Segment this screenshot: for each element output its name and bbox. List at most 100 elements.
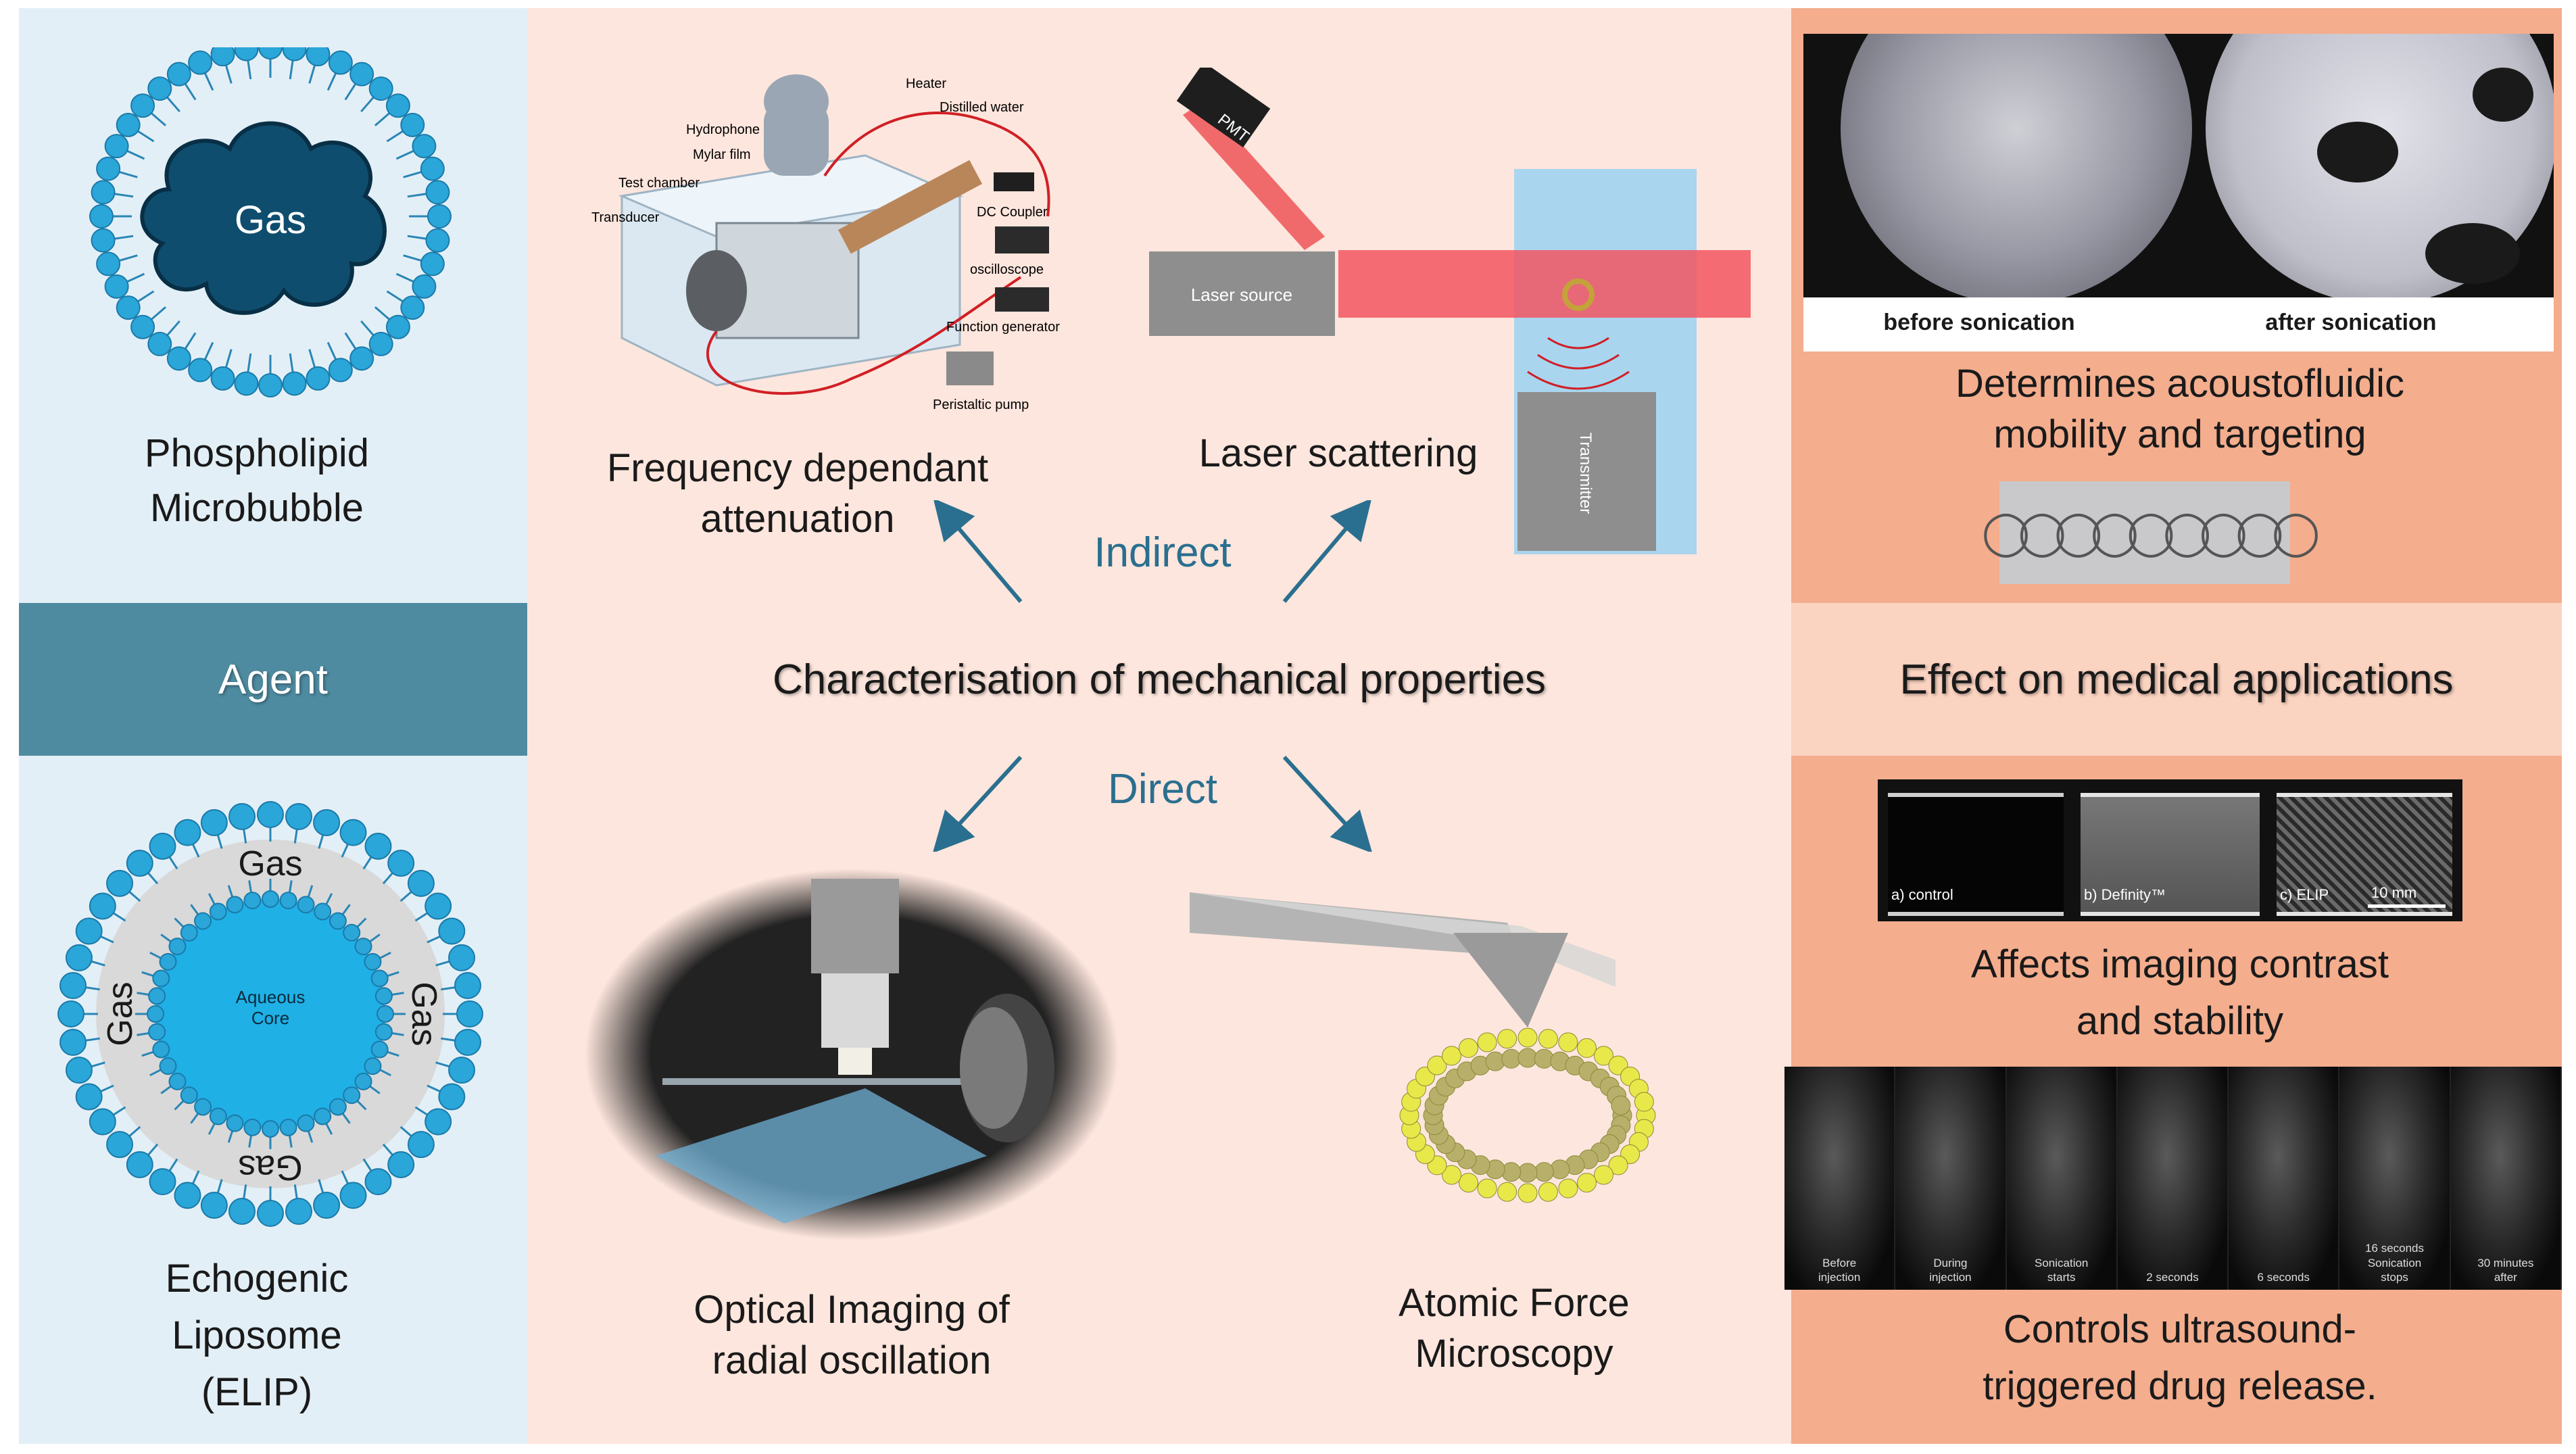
lipid-head [258,373,283,397]
lipid-head [159,1057,177,1075]
label-test-chamber: Test chamber [618,176,700,191]
lipid-head [104,274,129,299]
optical-imaging-label: Optical Imaging of radial oscillation [694,1288,1010,1383]
lipid-head [407,1131,435,1159]
label-transducer: Transducer [591,210,660,225]
lipid-head [354,1072,372,1090]
release-frame-label: Before injection [1818,1256,1861,1284]
afm-lipid-head [1517,1027,1538,1048]
lipid-head [149,1168,176,1196]
afm-illustration [1190,892,1656,1203]
contrast-figure: a) control b) Definity™ c) ELIP 10 mm [1878,779,2462,921]
lipid-head [314,902,332,921]
release-label: Controls ultrasound- triggered drug rele… [1983,1307,2377,1409]
afm-lipid-head [1459,1173,1478,1193]
lipid-head [407,869,435,897]
lipid-head [96,251,121,276]
effect-header-text: Effect on medical applications [1899,656,2454,703]
characterisation-header: Characterisation of mechanical propertie… [527,603,1791,756]
lipid-head [456,1000,483,1027]
agent-panel-top [19,8,527,603]
lipid-head [370,1040,389,1059]
lipid-head [106,869,134,897]
lipid-head [262,890,279,908]
lipid-head [425,180,450,205]
lipid-head [228,1197,256,1225]
lipid-head [438,1083,466,1111]
bubble-chain-image: ◯◯◯◯◯◯◯◯◯ [1982,481,2320,584]
lipid-head [285,803,312,831]
release-frame: 30 minutes after [2450,1067,2562,1290]
afm-lipid-head [1497,1182,1517,1202]
afm-lipid-head [1517,1163,1538,1183]
lipid-head [104,134,129,159]
contrast-label-control: a) control [1891,886,1953,903]
afm-lipid-head [1538,1182,1558,1202]
lipid-head [343,923,361,942]
release-frame-label: 2 seconds [2146,1270,2199,1284]
lipid-head [210,366,235,391]
lipid-head [374,987,393,1005]
lipid-head [180,923,198,942]
lipid-head [387,850,415,877]
microbubble-illustration: Gas [89,47,452,397]
afm-lipid-head [1558,1032,1578,1052]
lipid-head [385,93,410,118]
label-mylar-film: Mylar film [693,147,751,162]
lipid-head [313,808,341,836]
lipid-head [279,1118,297,1136]
lipid-head [279,892,297,910]
lipid-head [454,972,481,1000]
liposome-gas-label: Gas [238,844,302,883]
lipid-head [420,156,445,181]
contrast-label-definity: b) Definity™ [2084,886,2166,903]
lipid-head [168,1072,187,1090]
lipid-head [343,1086,361,1105]
lipid-head [329,1098,347,1116]
lipid-head [313,1192,341,1219]
lipid-head [147,76,172,101]
lipid-head [228,803,256,831]
lipid-head [89,892,116,920]
lipid-head [59,972,87,1000]
label-hydrophone: Hydrophone [686,122,760,137]
afm-lipid-head [1501,1048,1522,1069]
optical-imaging-photo [585,869,1119,1240]
lipid-head [174,1182,201,1209]
liposome-core-label: Aqueous Core [235,987,306,1028]
lipid-head [257,801,284,828]
lipid-head [412,134,437,159]
lipid-head [174,819,201,846]
lipid-head [328,358,353,383]
lipid-head [106,1131,134,1159]
lipid-head [168,938,187,956]
scale-bar-label: 10 mm [2371,884,2417,901]
lipid-head [147,331,172,356]
lipid-head [188,50,213,75]
contrast-panel-elip [2277,793,2452,916]
lipid-head [130,93,155,118]
lipid-head [148,1023,166,1041]
label-function-generator: Function generator [946,320,1060,335]
mobility-label: Determines acoustofluidic mobility and t… [1955,362,2405,457]
contrast-label-elip: c) ELIP [2280,886,2329,903]
lipid-head [96,156,121,181]
lipid-head [329,912,347,930]
effect-header: Effect on medical applications [1791,603,2562,756]
release-frame-label: 30 minutes after [2477,1256,2534,1284]
lipid-head [243,1118,262,1136]
lipid-head [438,917,466,945]
lipid-head [448,1057,476,1084]
laser-source-label: Laser source [1191,285,1292,305]
scale-bar [2368,904,2446,908]
label-oscilloscope: oscilloscope [970,262,1044,277]
lipid-head [57,1000,84,1027]
lipid-head [387,1150,415,1178]
lipid-head [374,1023,393,1041]
lipid-head [306,366,331,391]
liposome-gas-label: Gas [101,982,140,1046]
afm-lipid-head [1634,1092,1654,1112]
lipid-head [376,1005,394,1023]
lipid-head [370,969,389,988]
